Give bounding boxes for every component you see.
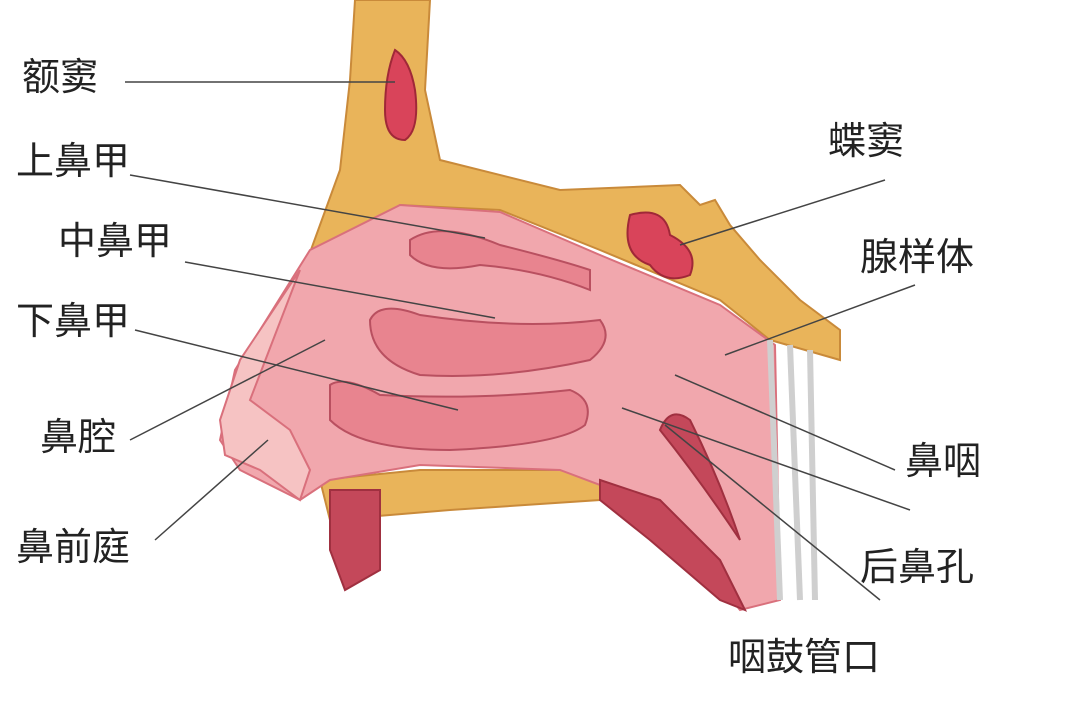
label-choana: 后鼻孔	[860, 545, 975, 589]
label-nasal-vestibule: 鼻前庭	[16, 525, 131, 569]
leader-superior-turbinate	[129, 174, 486, 239]
label-frontal-sinus: 额窦	[22, 55, 99, 99]
label-middle-turbinate: 中鼻甲	[58, 219, 173, 263]
label-sphenoid-sinus: 蝶窦	[828, 119, 905, 163]
eustachian-opening-shape	[658, 413, 741, 541]
label-nasal-cavity: 鼻腔	[40, 415, 117, 459]
label-inferior-turbinate: 下鼻甲	[16, 299, 131, 343]
sphenoid-sinus-shape	[626, 211, 694, 280]
leader-sphenoid-sinus	[679, 179, 886, 246]
soft-palate	[599, 478, 748, 612]
label-superior-turbinate: 上鼻甲	[16, 139, 131, 183]
leader-nasal-vestibule	[154, 439, 269, 541]
leader-adenoid	[724, 284, 916, 356]
leader-middle-turbinate	[184, 261, 496, 319]
inferior-turbinate-shape	[329, 380, 589, 452]
external-nose	[218, 269, 312, 502]
upper-lip-muscle	[329, 489, 381, 592]
pharyngeal-wall	[767, 339, 818, 601]
frontal-sinus-shape	[383, 48, 418, 142]
leader-choana	[621, 407, 911, 511]
leader-nasal-cavity	[129, 339, 326, 441]
label-adenoid: 腺样体	[860, 235, 975, 279]
leader-nasopharynx	[674, 374, 896, 471]
label-nasopharynx: 鼻咽	[905, 439, 982, 483]
label-eustachian-tube-opening: 咽鼓管口	[728, 635, 881, 679]
middle-turbinate-shape	[368, 307, 607, 377]
leader-inferior-turbinate	[134, 329, 459, 411]
leader-eustachian-tube	[664, 424, 881, 601]
